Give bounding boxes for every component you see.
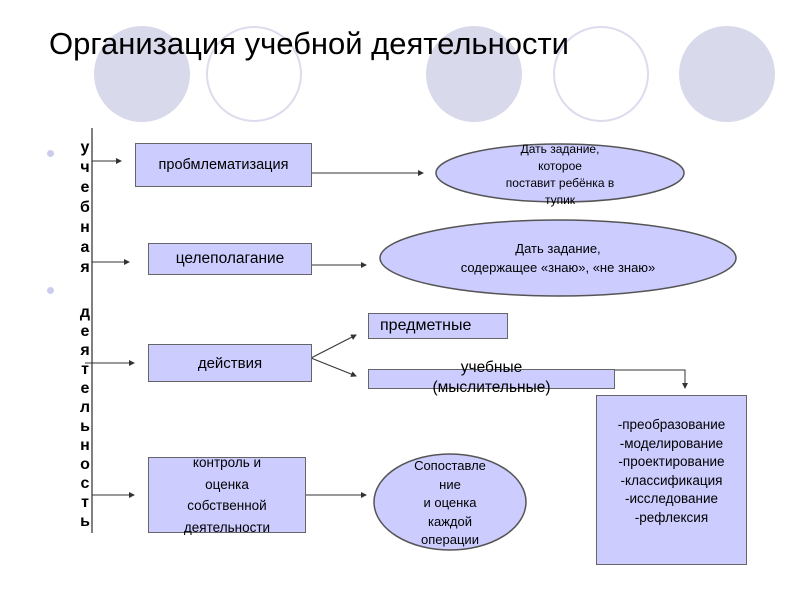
text-line: оценка — [205, 476, 249, 492]
box-operations: -преобразование -моделирование -проектир… — [596, 395, 747, 565]
bullet — [47, 150, 54, 157]
ellipse-compare-text: Сопоставле ние и оценка каждой операции — [374, 457, 526, 550]
text-line: -исследование — [624, 491, 719, 506]
label-letter: а — [80, 239, 90, 256]
decor-circle — [94, 26, 190, 122]
text-line: операции — [421, 532, 479, 547]
label-letter: о — [80, 456, 90, 473]
ellipse-compare — [373, 453, 527, 551]
ellipse-task1-text: Дать задание, которое поставит ребёнка в… — [440, 141, 680, 209]
text-line: каждой — [428, 513, 472, 529]
label-letter: е — [80, 380, 90, 397]
label-letter: е — [80, 179, 90, 196]
text-line: Дать задание, — [520, 142, 600, 156]
text-line: -рефлексия — [634, 509, 709, 525]
label-letter: т — [81, 494, 89, 511]
label-letter: д — [79, 304, 91, 321]
text-line: -классификация — [620, 472, 723, 488]
text-line: и оценка — [423, 495, 477, 510]
text-line: содержащее «знаю», «не знаю» — [460, 260, 656, 275]
text-line: деятельности — [183, 519, 271, 535]
label-letter: н — [80, 437, 90, 454]
box-subject: предметные — [368, 313, 508, 339]
text-line: контроль и — [192, 455, 262, 470]
text-line: (мыслительные) — [432, 379, 551, 396]
text-line: собственной — [187, 498, 267, 513]
label-letter: я — [80, 259, 90, 276]
box-control — [148, 457, 306, 533]
decor-circle — [426, 26, 522, 122]
ellipse-task2 — [379, 219, 737, 297]
text-line: учебные — [460, 359, 523, 376]
label-letter: ь — [80, 513, 90, 530]
label-letter: ч — [80, 159, 90, 176]
box-learning-text: учебные (мыслительные) — [368, 358, 615, 398]
label-letter: я — [80, 342, 90, 359]
text-line: тупик — [544, 193, 576, 207]
box-actions: действия — [148, 344, 312, 382]
decor-circle — [553, 26, 649, 122]
box-learning — [368, 369, 615, 389]
text-line: ние — [439, 476, 461, 492]
box-control-text: контроль и оценка собственной деятельнос… — [148, 452, 306, 538]
text-line: -преобразование — [617, 417, 726, 432]
decor-circle — [206, 26, 302, 122]
decor-circle — [679, 26, 775, 122]
bullet — [47, 287, 54, 294]
label-letter: б — [80, 199, 90, 216]
label-letter: у — [80, 139, 90, 156]
label-letter: ь — [80, 418, 90, 435]
label-letter: т — [81, 361, 89, 378]
slide-title: Организация учебной деятельности — [49, 26, 569, 61]
label-letter: е — [80, 323, 90, 340]
label-letter: с — [80, 475, 90, 492]
ellipse-task2-text: Дать задание, содержащее «знаю», «не зна… — [400, 239, 716, 277]
text-line: Сопоставле — [414, 458, 486, 473]
text-line: которое — [538, 159, 582, 173]
text-line: -моделирование — [619, 435, 724, 451]
box-problematization: пробмлематизация — [135, 143, 312, 187]
label-letter: н — [80, 219, 90, 236]
box-goal-setting: целеполагание — [148, 243, 312, 275]
text-line: Дать задание, — [515, 241, 601, 256]
text-line: -проектирование — [618, 454, 725, 469]
ellipse-task1 — [435, 143, 685, 203]
label-letter: л — [79, 399, 91, 416]
text-line: поставит ребёнка в — [505, 176, 615, 190]
